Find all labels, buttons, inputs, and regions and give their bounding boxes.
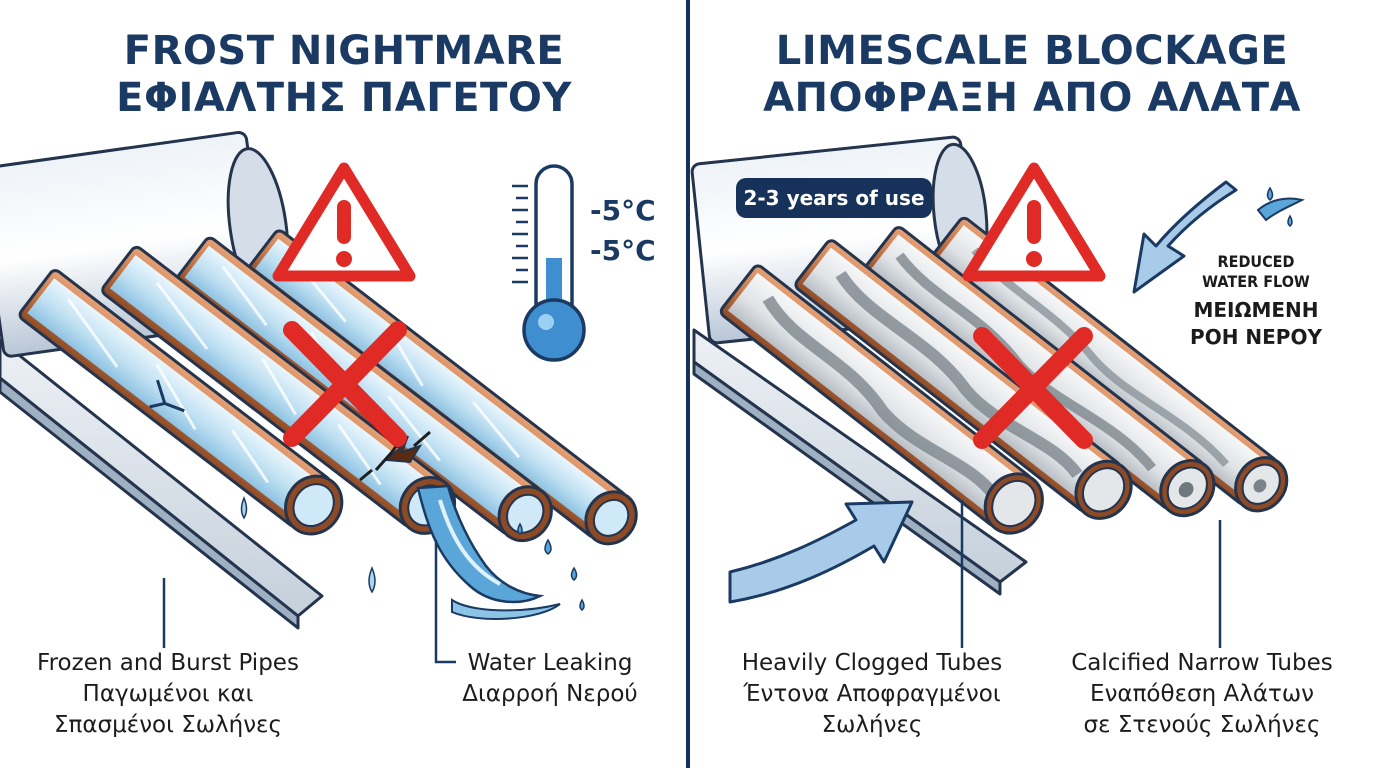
left-title-en: FROST NIGHTMARE (123, 28, 565, 74)
caption-leak-en: Water Leaking (467, 650, 633, 676)
caption-clogged-tubes: Heavily Clogged Tubes Έντονα Αποφραγμένο… (722, 648, 1022, 741)
ice-drips (240, 496, 376, 594)
left-title-el: ΕΦΙΑΛΤΗΣ ΠΑΓΕΤΟΥ (116, 75, 572, 121)
flow-el-1: ΜΕΙΩΜΕΝΗ (1193, 298, 1319, 322)
caption-clogged-el-1: Έντονα Αποφραγμένοι (743, 681, 1001, 707)
caption-frozen-el-1: Παγωμένοι και (82, 681, 254, 707)
warning-triangle-icon (962, 162, 1106, 282)
caption-calc-el-1: Εναπόθεση Αλάτων (1090, 681, 1314, 707)
flow-arrow-icon (728, 500, 914, 604)
caption-clogged-en: Heavily Clogged Tubes (741, 650, 1003, 676)
caption-calc-en: Calcified Narrow Tubes (1071, 650, 1333, 676)
left-title: FROST NIGHTMARE ΕΦΙΑΛΤΗΣ ΠΑΓΕΤΟΥ (0, 28, 688, 122)
right-title: LIMESCALE BLOCKAGE ΑΠΟΦΡΑΞΗ ΑΠΟ ΑΛΑΤΑ (688, 28, 1376, 122)
caption-frozen-pipes: Frozen and Burst Pipes Παγωμένοι και Σπα… (30, 648, 306, 741)
clogged-pipe (863, 226, 1216, 518)
red-x-icon (283, 321, 407, 447)
clogged-pipe (929, 216, 1289, 513)
caption-frozen-el-2: Σπασμένοι Σωλήνες (54, 712, 282, 738)
collector-plate (0, 338, 324, 630)
flow-en-2: WATER FLOW (1202, 272, 1310, 291)
caption-calc-el-2: σε Στενούς Σωλήνες (1083, 712, 1321, 738)
right-title-en: LIMESCALE BLOCKAGE (775, 28, 1289, 74)
thermometer-icon (512, 164, 586, 362)
flow-el-2: ΡΟΗ ΝΕΡΟΥ (1190, 325, 1322, 349)
reduced-flow-label: REDUCED WATER FLOW ΜΕΙΩΜΕΝΗ ΡΟΗ ΝΕΡΟΥ (1166, 252, 1346, 351)
temp-reading-2: -5°C (590, 234, 656, 267)
caption-clogged-el-2: Σωλήνες (821, 712, 923, 738)
flow-arrow-icon (1132, 180, 1238, 294)
water-splash-icon (416, 484, 585, 620)
right-title-el: ΑΠΟΦΡΑΞΗ ΑΠΟ ΑΛΑΤΑ (763, 75, 1301, 121)
left-panel-art (0, 130, 638, 664)
clogged-pipe (719, 264, 1044, 535)
warning-triangle-icon (272, 162, 416, 282)
years-of-use-badge: 2-3 years of use (736, 178, 932, 218)
caption-calcified-tubes: Calcified Narrow Tubes Εναπόθεση Αλάτων … (1052, 648, 1352, 741)
right-panel-art (690, 135, 1305, 648)
flow-en-1: REDUCED (1217, 252, 1295, 271)
frozen-pipe (18, 269, 344, 536)
leader-line-leak (434, 540, 456, 664)
red-x-icon (973, 327, 1093, 449)
water-splash-icon (1256, 186, 1305, 227)
caption-leak-el: Διαρροή Νερού (462, 681, 638, 707)
clogged-pipe (794, 239, 1133, 520)
caption-water-leaking: Water Leaking Διαρροή Νερού (452, 648, 648, 710)
burst-crack (383, 435, 423, 464)
caption-frozen-en: Frozen and Burst Pipes (37, 650, 299, 676)
temp-reading-1: -5°C (590, 194, 656, 227)
